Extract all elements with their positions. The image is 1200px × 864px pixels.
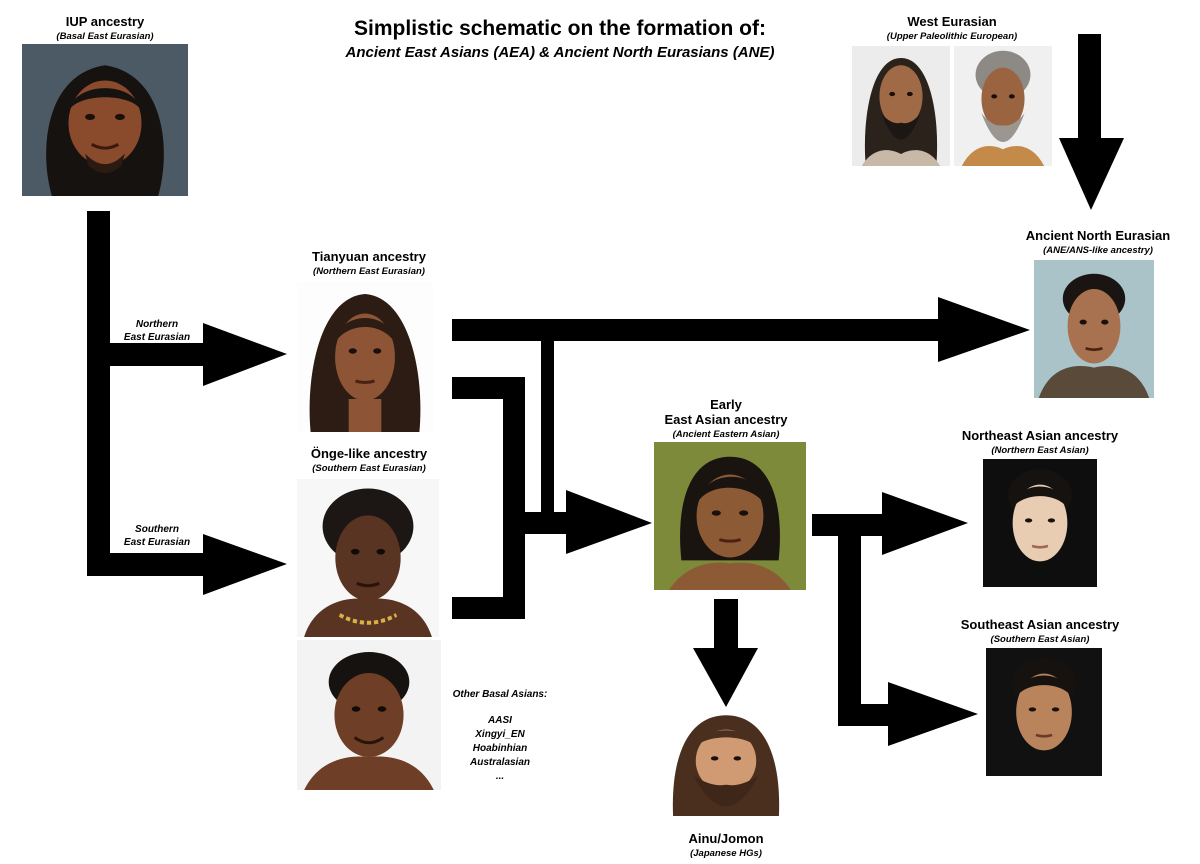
- diagram-title: Simplistic schematic on the formation of…: [354, 17, 766, 40]
- other-basal-item: ...: [495, 771, 505, 782]
- iup-subtitle: (Basal East Eurasian): [56, 31, 154, 42]
- iup-to-tianyuan-shaft: [87, 343, 207, 366]
- ainu-portrait-icon: [663, 708, 789, 828]
- eea-southern-branch: [838, 514, 861, 726]
- northeast-asian-portrait-icon: [983, 459, 1097, 587]
- iup-to-tianyuan-arrowhead: [203, 323, 287, 386]
- ainu-title: Ainu/Jomon: [688, 831, 764, 846]
- southeast-asian-subtitle: (Southern East Asian): [990, 634, 1090, 645]
- west-eurasian-title: West Eurasian: [907, 14, 997, 29]
- iup-to-onge-shaft: [87, 553, 207, 576]
- iup-title: IUP ancestry: [65, 14, 145, 29]
- edge-label-southern-line1: Southern: [135, 524, 179, 535]
- other-basal-list: Other Basal Asians: AASI Xingyi_EN Hoabi…: [438, 688, 562, 784]
- other-basal-item: Australasian: [469, 757, 531, 768]
- onge-subtitle: (Southern East Eurasian): [312, 463, 426, 474]
- iup-to-onge-arrowhead: [203, 534, 287, 595]
- bracket-bottom-arm: [452, 597, 525, 619]
- edge-label-northern: Northern East Eurasian: [112, 318, 202, 344]
- eea-subtitle: (Ancient Eastern Asian): [672, 429, 780, 440]
- other-basal-item: Hoabinhian: [472, 743, 528, 754]
- west-eurasian-portrait-1-icon: [852, 46, 950, 166]
- northeast-asian-title: Northeast Asian ancestry: [961, 428, 1119, 443]
- tianyuan-title: Tianyuan ancestry: [312, 249, 426, 264]
- iup-portrait-icon: [22, 44, 188, 196]
- onge-portrait-icon: [297, 479, 439, 637]
- other-basal-item: Xingyi_EN: [475, 729, 525, 740]
- ane-title: Ancient North Eurasian: [1025, 228, 1171, 243]
- southeast-asian-title: Southeast Asian ancestry: [960, 617, 1120, 632]
- ainu-subtitle: (Japanese HGs): [690, 848, 762, 859]
- ane-portrait-icon: [1034, 260, 1154, 398]
- eea-title-line1: Early: [710, 397, 742, 412]
- west-eurasian-down-shaft: [1078, 34, 1101, 152]
- ane-subtitle: (ANE/ANS-like ancestry): [1043, 245, 1153, 256]
- edge-label-northern-line1: Northern: [135, 319, 179, 330]
- edge-label-northern-line2: East Eurasian: [123, 332, 191, 343]
- merge-to-eea-arrowhead: [566, 490, 652, 554]
- iup-trunk-connector: [87, 211, 110, 576]
- west-eurasian-to-ane-arrowhead: [1059, 138, 1124, 210]
- tianyuan-to-ane-arrowhead: [938, 297, 1030, 362]
- other-basal-title: Other Basal Asians:: [452, 689, 548, 700]
- onge-title: Önge-like ancestry: [310, 446, 428, 461]
- eea-to-northeast-arrowhead: [882, 492, 968, 555]
- west-eurasian-portrait-2-icon: [954, 46, 1052, 166]
- eea-title-line2: East Asian ancestry: [664, 412, 788, 427]
- edge-label-southern: Southern East Eurasian: [112, 523, 202, 549]
- eea-to-ainu-arrowhead: [693, 648, 758, 707]
- eea-to-southeast-shaft: [838, 704, 894, 726]
- tianyuan-to-ane-shaft: [452, 319, 942, 341]
- bracket-vertical: [503, 377, 525, 619]
- eea-to-ainu-shaft: [714, 599, 738, 654]
- edge-label-southern-line2: East Eurasian: [123, 537, 191, 548]
- eea-portrait-icon: [654, 442, 806, 590]
- other-basal-item: AASI: [488, 715, 512, 726]
- other-basal-portrait-icon: [297, 640, 441, 790]
- tianyuan-branch-connector: [541, 341, 554, 512]
- merge-to-eea-shaft: [503, 512, 573, 534]
- eea-to-southeast-arrowhead: [888, 682, 978, 746]
- northeast-asian-subtitle: (Northern East Asian): [991, 445, 1089, 456]
- diagram-subtitle: Ancient East Asians (AEA) & Ancient Nort…: [345, 44, 775, 61]
- tianyuan-portrait-icon: [297, 282, 433, 432]
- west-eurasian-subtitle: (Upper Paleolithic European): [886, 31, 1018, 42]
- tianyuan-subtitle: (Northern East Eurasian): [313, 266, 425, 277]
- southeast-asian-portrait-icon: [986, 648, 1102, 776]
